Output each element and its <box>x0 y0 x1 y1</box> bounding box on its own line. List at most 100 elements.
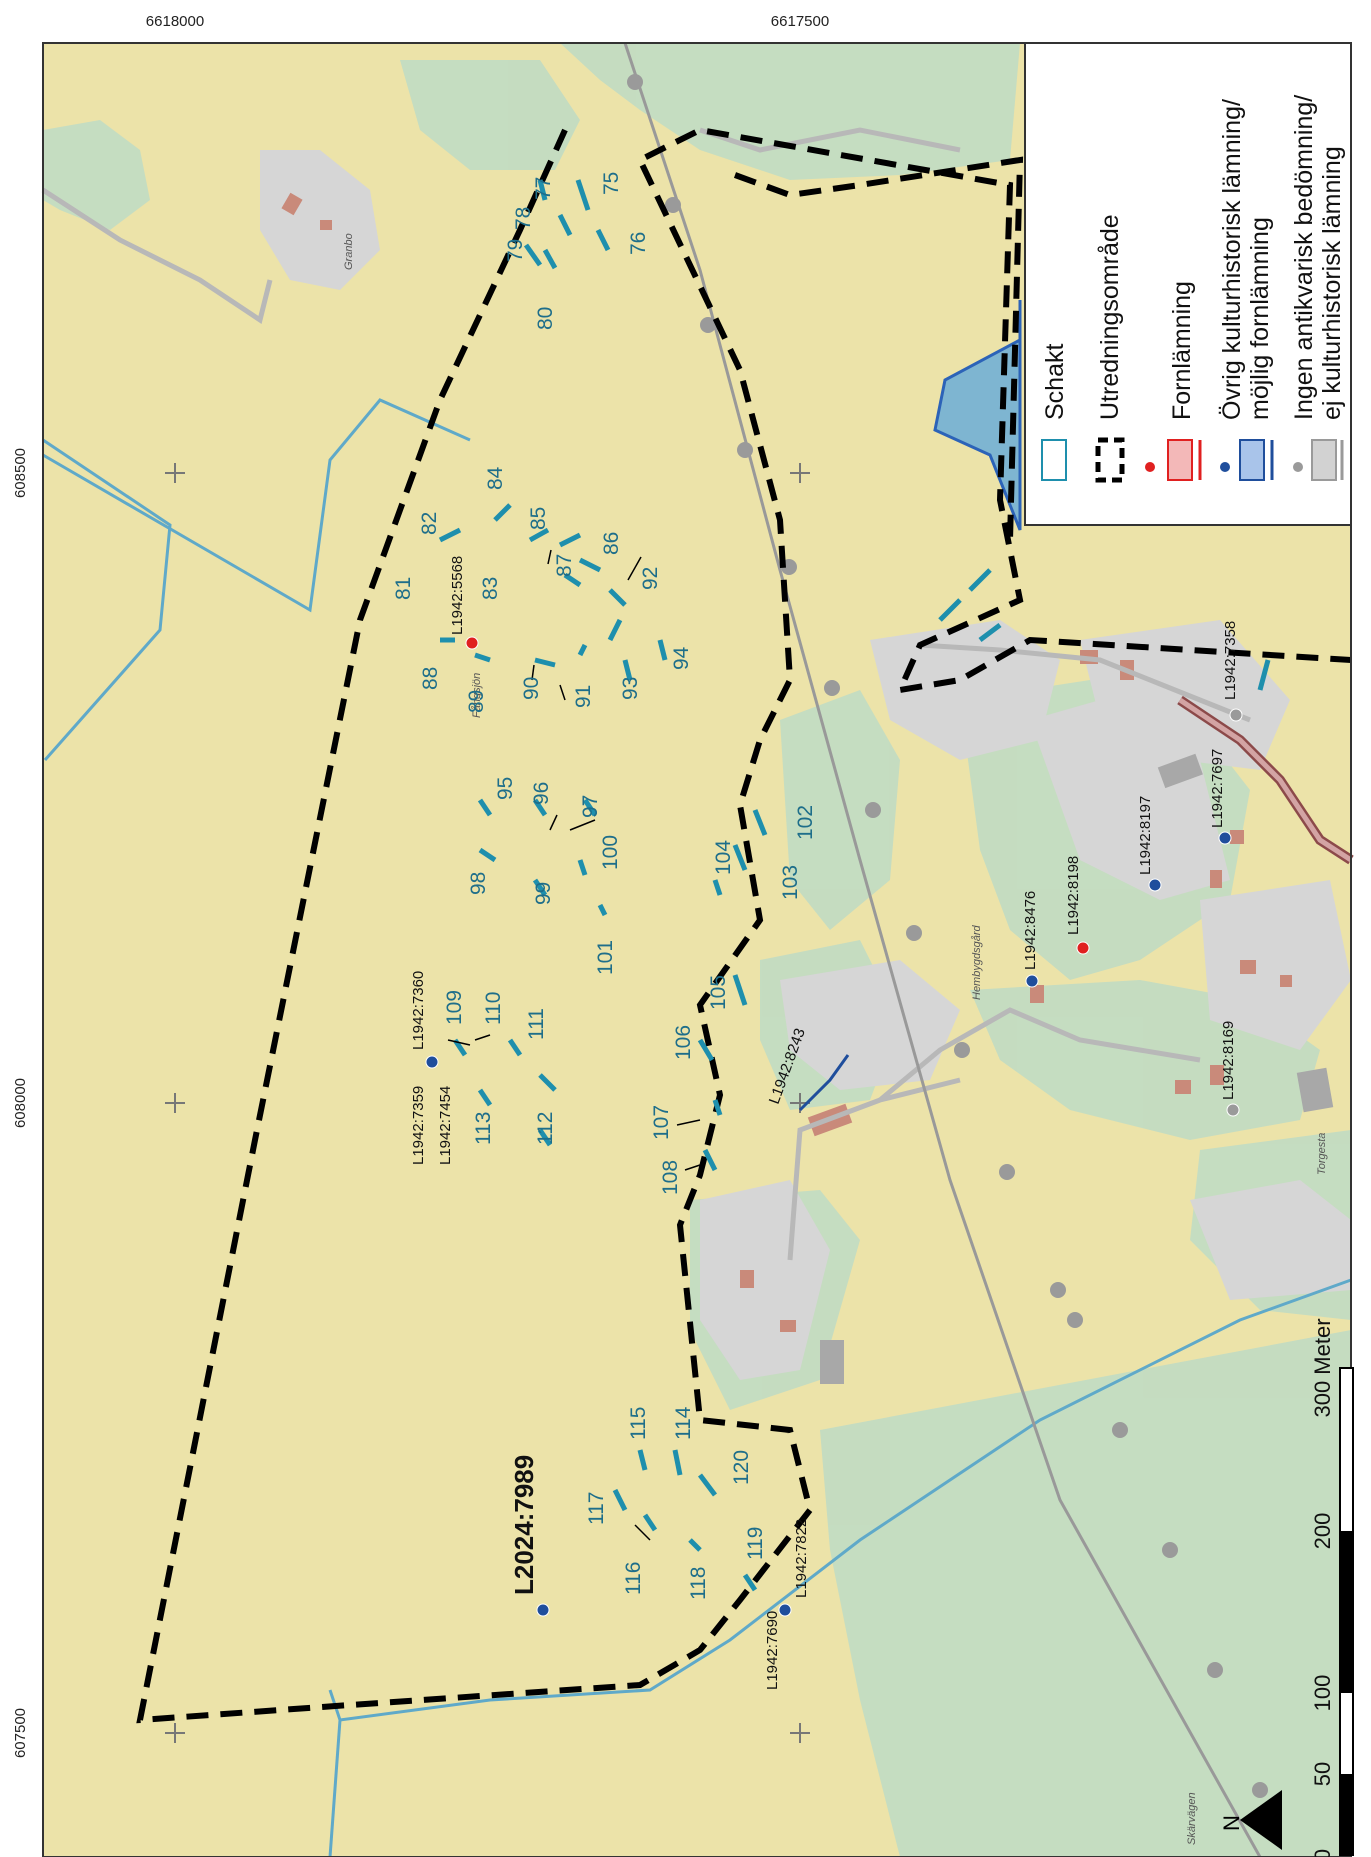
legend-label-ovrig-1: Övrig kulturhistorisk lämning/ <box>1218 99 1246 420</box>
scale-label-300: 300 Meter <box>1310 1318 1335 1417</box>
svg-text:89: 89 <box>465 690 488 713</box>
site-label: L1942:7359 <box>410 1086 427 1165</box>
site-label: L1942:7358 <box>1222 621 1239 700</box>
svg-text:85: 85 <box>527 507 550 530</box>
svg-text:109: 109 <box>443 990 466 1025</box>
svg-text:95: 95 <box>494 777 517 800</box>
svg-text:79: 79 <box>504 239 527 262</box>
svg-text:111: 111 <box>525 1008 548 1040</box>
legend-symbol-schakt <box>1041 439 1067 481</box>
place-labels: Granbo Fångsjön Hembygdsgård Torgesta Sk… <box>343 233 1328 1845</box>
legend-label-ingen-2: ej kulturhistorisk lämning <box>1318 146 1346 420</box>
svg-text:92: 92 <box>639 567 662 590</box>
map-frame <box>42 42 1352 1857</box>
grid-crosses <box>165 463 810 1743</box>
legend-label-ovrig-2: möjlig fornlämning <box>1246 217 1274 420</box>
svg-text:82: 82 <box>418 512 441 535</box>
north-arrow-icon <box>1240 1790 1282 1850</box>
grid-label-left-1: 608000 <box>12 1078 29 1128</box>
scale-label-50: 50 <box>1310 1762 1335 1786</box>
svg-text:106: 106 <box>672 1025 695 1060</box>
place-torgesta: Torgesta <box>1316 1133 1328 1175</box>
legend-label-forn: Fornlämning <box>1168 281 1196 420</box>
place-skarvagen: Skärvägen <box>1186 1792 1198 1845</box>
svg-text:103: 103 <box>779 865 802 900</box>
site-label: L1942:7360 <box>410 971 427 1050</box>
scale-label-200: 200 <box>1310 1513 1335 1550</box>
roads <box>41 127 1251 1261</box>
legend-symbol-ovrig-area <box>1239 439 1265 481</box>
grid-label-top-1: 6617500 <box>771 13 829 30</box>
svg-text:91: 91 <box>572 685 595 708</box>
svg-text:110: 110 <box>482 992 505 1025</box>
place-hembygdsgard: Hembygdsgård <box>971 925 983 1000</box>
site-label: L1942:5568 <box>449 556 466 635</box>
study-area-boundary-outer <box>733 156 1024 541</box>
place-granbo: Granbo <box>343 233 355 270</box>
svg-text:120: 120 <box>730 1450 753 1485</box>
svg-text:113: 113 <box>472 1112 495 1145</box>
grid-label-left-2: 607500 <box>12 1708 29 1758</box>
svg-text:102: 102 <box>794 805 817 840</box>
grey-buildings <box>820 753 1334 1384</box>
legend-symbol-forn-point <box>1145 462 1155 472</box>
svg-text:75: 75 <box>600 172 623 195</box>
svg-text:116: 116 <box>622 1562 645 1595</box>
svg-text:105: 105 <box>707 975 730 1010</box>
svg-text:94: 94 <box>670 646 693 670</box>
svg-text:97: 97 <box>579 795 602 818</box>
scale-label-0: 0 <box>1310 1849 1335 1857</box>
svg-text:104: 104 <box>712 840 735 875</box>
svg-text:96: 96 <box>530 782 553 805</box>
leader-lines <box>447 549 701 1541</box>
svg-text:88: 88 <box>419 667 442 690</box>
legend-symbol-ingen-point <box>1293 462 1303 472</box>
svg-text:118: 118 <box>687 1567 710 1600</box>
svg-text:99: 99 <box>532 882 555 905</box>
svg-text:78: 78 <box>512 207 535 230</box>
svg-text:117: 117 <box>585 1492 608 1525</box>
study-area-boundary <box>136 126 1352 1724</box>
svg-text:93: 93 <box>619 677 642 700</box>
svg-text:76: 76 <box>627 232 650 255</box>
scalebar: 0 50 100 200 300 Meter <box>1310 1318 1354 1857</box>
site-label: L1942:8198 <box>1065 856 1082 935</box>
site-label-highlight: L2024:7989 <box>509 1455 539 1595</box>
site-points <box>425 636 1243 1617</box>
site-point-forn <box>465 636 479 650</box>
site-label: L1942:7822 <box>793 1519 810 1598</box>
main-road-center <box>1178 697 1353 863</box>
legend-symbol-forn-area <box>1167 439 1193 481</box>
site-label: L1942:7454 <box>437 1086 454 1165</box>
trench-numbers: 75 76 77 78 79 80 81 82 83 84 85 86 87 8… <box>392 172 817 1600</box>
site-label: L1942:7690 <box>764 1611 781 1690</box>
north-arrow: N <box>1219 1790 1282 1850</box>
legend-symbol-ovrig-point <box>1220 462 1230 472</box>
svg-text:80: 80 <box>534 307 557 330</box>
svg-text:101: 101 <box>594 940 617 975</box>
svg-text:115: 115 <box>627 1407 650 1440</box>
svg-text:100: 100 <box>599 835 622 870</box>
svg-text:112: 112 <box>534 1112 557 1145</box>
power-line <box>623 42 1268 1857</box>
svg-text:87: 87 <box>553 554 576 577</box>
site-label: L1942:7697 <box>1209 749 1226 828</box>
legend-symbol-ingen-area <box>1311 439 1337 481</box>
site-line-8243 <box>798 1054 850 1112</box>
svg-text:77: 77 <box>532 177 555 200</box>
svg-text:84: 84 <box>484 466 507 490</box>
grid-label-top-0: 6618000 <box>146 13 204 30</box>
legend-label-schakt: Schakt <box>1041 344 1069 420</box>
svg-text:107: 107 <box>650 1105 673 1140</box>
site-label: L1942:8476 <box>1022 891 1039 970</box>
svg-text:108: 108 <box>659 1160 682 1195</box>
legend-label-ingen-1: Ingen antikvarisk bedömning/ <box>1290 95 1318 420</box>
legend-label-utredning: Utredningsområde <box>1096 214 1124 420</box>
svg-text:83: 83 <box>479 577 502 600</box>
place-fangsjon: Fångsjön <box>471 673 483 718</box>
site-label: L1942:8197 <box>1137 796 1154 875</box>
site-label: L1942:8169 <box>1220 1021 1237 1100</box>
svg-text:98: 98 <box>467 872 490 895</box>
trenches <box>438 179 1271 1592</box>
